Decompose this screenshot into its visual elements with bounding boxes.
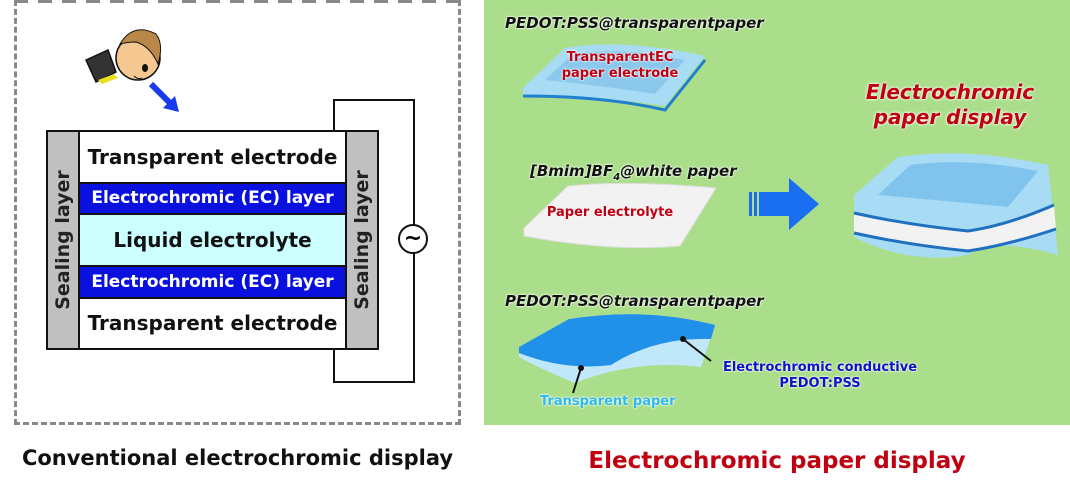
ac-symbol: ~ (403, 226, 423, 251)
liquid-electrolyte: Liquid electrolyte (80, 215, 345, 265)
viewer-person-icon (85, 29, 162, 84)
transparent-electrode-top: Transparent electrode (80, 132, 345, 182)
circuit-wire (333, 99, 335, 131)
circuit-wire (333, 381, 415, 383)
sealing-label: Sealing layer (351, 170, 373, 310)
top-sheet-label: TransparentEC paper electrode (550, 50, 690, 82)
middle-material-label: [Bmim]BF4@white paper (530, 162, 737, 183)
result-title-line1: Electrochromic (865, 80, 1035, 104)
caption-conventional: Conventional electrochromic display (21, 446, 454, 470)
ec-layer-bottom: Electrochromic (EC) layer (80, 264, 345, 299)
paper-electrolyte-sheet (523, 182, 717, 249)
top-material-label: PEDOT:PSS@transparentpaper (505, 14, 764, 32)
layer-stack: Sealing layer Transparent electrode Elec… (46, 130, 379, 350)
layers: Transparent electrode Electrochromic (EC… (80, 132, 345, 349)
middle-material-prefix: [Bmim]BF (530, 162, 614, 180)
middle-material-suffix: @white paper (620, 162, 737, 180)
circuit-wire (333, 349, 335, 382)
bottom-material-label: PEDOT:PSS@transparentpaper (505, 292, 764, 310)
pedot-callout-line2: PEDOT:PSS (779, 376, 861, 391)
pedot-callout-line1: Electrochromic conductive (722, 360, 918, 375)
circuit-wire (413, 253, 415, 383)
circuit-wire (413, 99, 415, 225)
sealing-layer-right: Sealing layer (345, 132, 377, 348)
ec-layer-top: Electrochromic (EC) layer (80, 181, 345, 216)
result-title: Electrochromic paper display (850, 80, 1050, 130)
process-arrow-icon (749, 178, 819, 230)
pedot-callout: Electrochromic conductive PEDOT:PSS (710, 360, 930, 392)
ac-source-icon: ~ (398, 224, 428, 254)
top-sheet-label-line1: TransparentEC (566, 50, 674, 65)
transparent-electrode-bottom: Transparent electrode (80, 298, 345, 349)
top-sheet-label-line2: paper electrode (561, 66, 679, 81)
sealing-layer-left: Sealing layer (48, 132, 80, 348)
transparent-ec-electrode-sheet (522, 44, 707, 112)
middle-material-subscript: 4 (613, 172, 621, 183)
conventional-display-frame (14, 0, 461, 425)
sealing-label: Sealing layer (52, 170, 74, 310)
caption-paper-display: Electrochromic paper display (588, 448, 966, 474)
view-direction-arrow-icon (148, 81, 179, 112)
transparent-paper-callout: Transparent paper (540, 394, 676, 409)
circuit-wire (333, 99, 415, 101)
result-title-line2: paper display (873, 105, 1027, 129)
assembled-paper-display (853, 153, 1058, 258)
middle-sheet-label: Paper electrolyte (546, 205, 674, 220)
pedot-pss-sheet (519, 314, 715, 394)
